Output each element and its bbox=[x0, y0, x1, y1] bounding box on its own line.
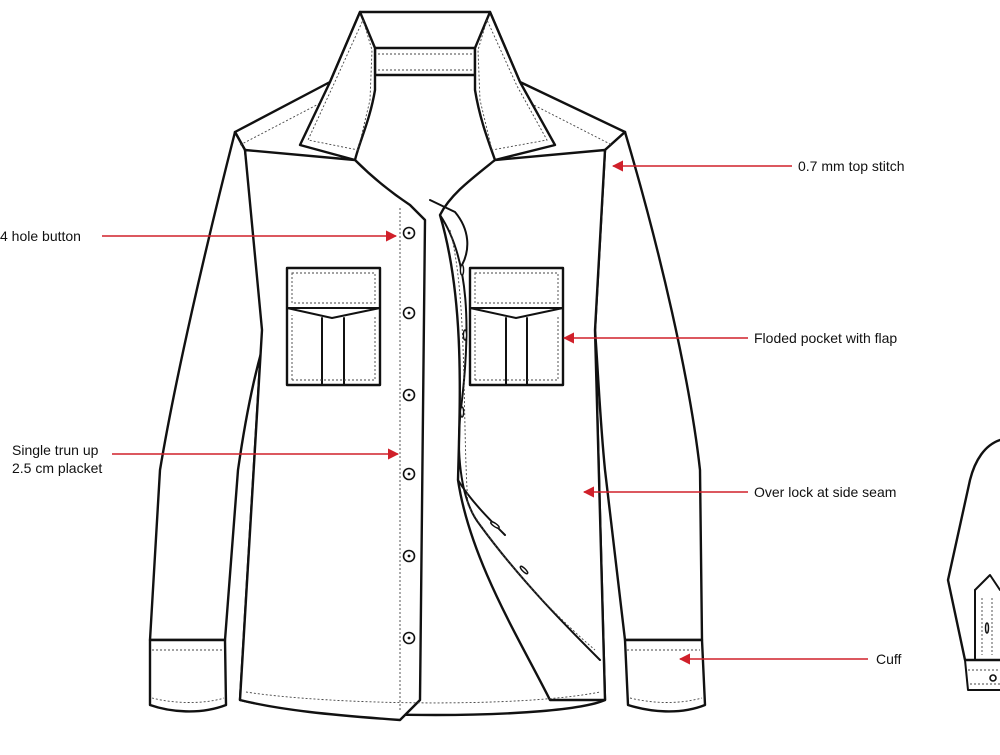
button-2 bbox=[402, 306, 416, 320]
right-sleeve bbox=[593, 130, 704, 642]
right-cuff bbox=[623, 638, 707, 713]
button-1 bbox=[402, 226, 416, 240]
button-5 bbox=[402, 549, 416, 563]
left-cuff bbox=[148, 638, 228, 713]
label-placket-line1: Single trun up bbox=[12, 442, 99, 458]
left-sleeve bbox=[148, 130, 270, 642]
button-6 bbox=[402, 631, 416, 645]
label-button: 4 hole button bbox=[0, 228, 81, 244]
right-pocket bbox=[468, 266, 565, 387]
sleeve-detail-view bbox=[946, 438, 1000, 691]
label-pocket: Floded pocket with flap bbox=[754, 330, 898, 346]
label-cuff: Cuff bbox=[876, 651, 902, 667]
collar-right bbox=[473, 10, 557, 162]
label-placket-line2: 2.5 cm placket bbox=[12, 460, 103, 476]
label-top-stitch: 0.7 mm top stitch bbox=[798, 158, 905, 174]
collar-left bbox=[298, 10, 377, 162]
label-side-seam: Over lock at side seam bbox=[754, 484, 897, 500]
button-4 bbox=[402, 467, 416, 481]
left-pocket bbox=[285, 266, 382, 387]
button-3 bbox=[402, 388, 416, 402]
